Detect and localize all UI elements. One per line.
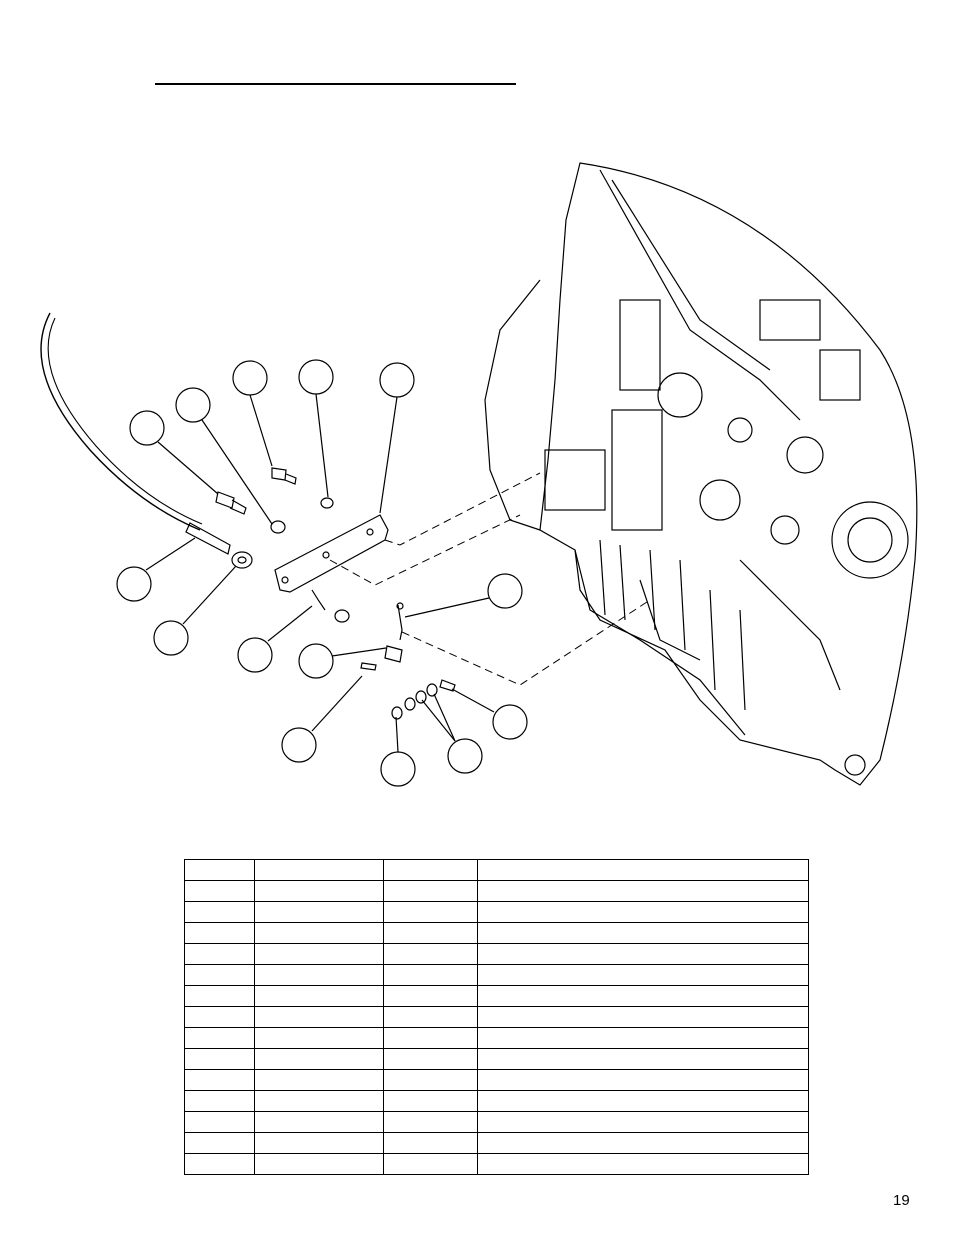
table-cell: [254, 880, 384, 902]
table-cell: [477, 901, 809, 923]
table-cell: [184, 1090, 255, 1112]
title-underline: [155, 83, 516, 85]
table-cell: [254, 1153, 384, 1175]
table-cell: [383, 880, 478, 902]
table-cell: [254, 943, 384, 965]
table-cell: [184, 901, 255, 923]
table-cell: [184, 880, 255, 902]
table-cell: [477, 964, 809, 986]
table-cell: [184, 922, 255, 944]
table-cell: [383, 1090, 478, 1112]
table-cell: [383, 859, 478, 881]
table-cell: [254, 859, 384, 881]
table-cell: [477, 1027, 809, 1049]
table-cell: [383, 943, 478, 965]
table-row: [184, 859, 809, 881]
table-cell: [383, 1153, 478, 1175]
table-cell: [477, 1153, 809, 1175]
table-cell: [383, 964, 478, 986]
table-cell: [184, 1132, 255, 1154]
table-row: [184, 985, 809, 1007]
table-cell: [383, 1111, 478, 1133]
table-row: [184, 922, 809, 944]
table-cell: [477, 1006, 809, 1028]
table-cell: [254, 922, 384, 944]
table-row: [184, 1153, 809, 1175]
table-cell: [254, 1090, 384, 1112]
table-cell: [477, 1090, 809, 1112]
table-cell: [184, 1006, 255, 1028]
table-row: [184, 901, 809, 923]
table-cell: [254, 964, 384, 986]
exploded-parts-diagram: [40, 162, 918, 787]
table-row: [184, 1069, 809, 1091]
table-cell: [184, 1048, 255, 1070]
table-cell: [254, 1069, 384, 1091]
table-cell: [184, 859, 255, 881]
table-cell: [184, 1069, 255, 1091]
parts-list-table: [184, 859, 809, 1175]
table-cell: [477, 922, 809, 944]
table-cell: [383, 1027, 478, 1049]
table-cell: [477, 943, 809, 965]
table-cell: [184, 1027, 255, 1049]
table-cell: [254, 1111, 384, 1133]
table-cell: [254, 1132, 384, 1154]
table-cell: [184, 964, 255, 986]
table-cell: [383, 1006, 478, 1028]
table-cell: [383, 1132, 478, 1154]
table-cell: [477, 1132, 809, 1154]
table-cell: [477, 880, 809, 902]
table-cell: [383, 1048, 478, 1070]
table-cell: [477, 1111, 809, 1133]
table-cell: [477, 985, 809, 1007]
table-cell: [184, 985, 255, 1007]
engine-block: [539, 162, 918, 786]
table-cell: [383, 901, 478, 923]
table-row: [184, 1111, 809, 1133]
table-cell: [477, 1069, 809, 1091]
table-cell: [184, 1153, 255, 1175]
table-cell: [184, 1111, 255, 1133]
table-row: [184, 880, 809, 902]
table-cell: [254, 1027, 384, 1049]
table-cell: [383, 922, 478, 944]
table-row: [184, 964, 809, 986]
table-row: [184, 1090, 809, 1112]
table-cell: [184, 943, 255, 965]
table-cell: [477, 859, 809, 881]
table-row: [184, 943, 809, 965]
page-number: 19: [893, 1192, 910, 1209]
throttle-cable: [40, 312, 201, 531]
table-cell: [477, 1048, 809, 1070]
table-row: [184, 1006, 809, 1028]
table-cell: [254, 901, 384, 923]
table-cell: [383, 985, 478, 1007]
table-row: [184, 1132, 809, 1154]
table-row: [184, 1048, 809, 1070]
table-cell: [383, 1069, 478, 1091]
parts-table-body: [184, 859, 809, 1175]
mounting-bracket: [274, 514, 389, 593]
table-row: [184, 1027, 809, 1049]
table-cell: [254, 1048, 384, 1070]
table-cell: [254, 1006, 384, 1028]
table-cell: [254, 985, 384, 1007]
